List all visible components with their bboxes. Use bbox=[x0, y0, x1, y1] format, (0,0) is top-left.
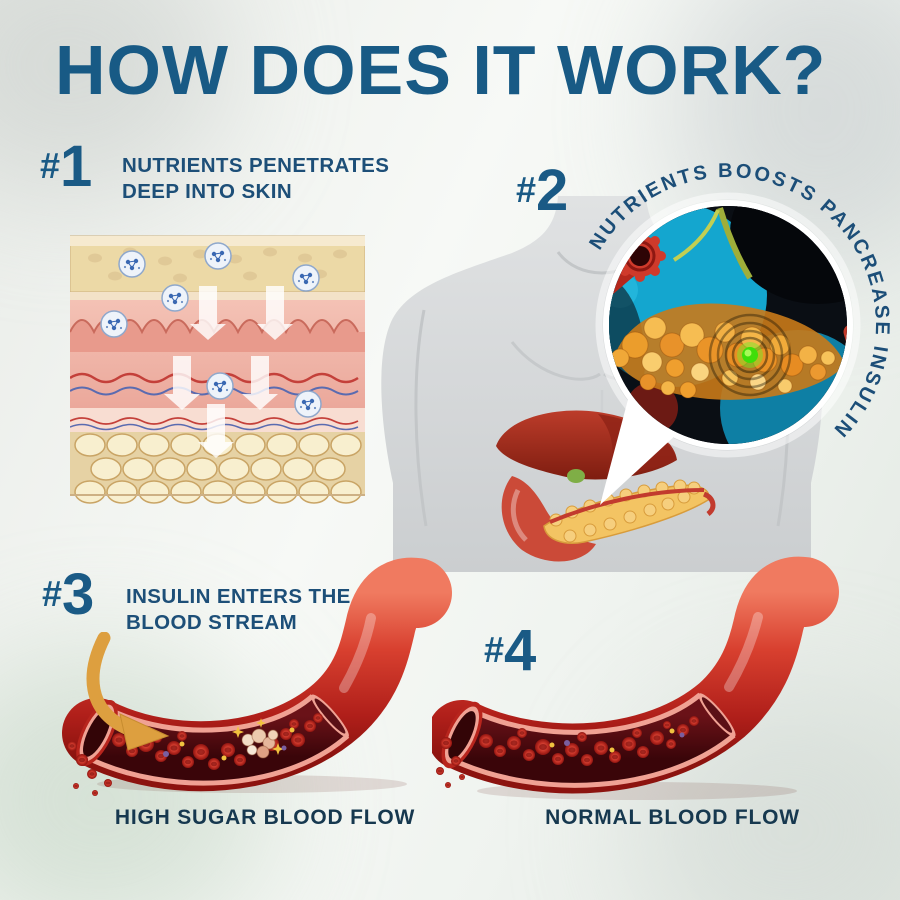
step2-digit: 2 bbox=[536, 158, 569, 223]
skin-cross-section-illustration bbox=[70, 235, 365, 504]
pancreatic-duct bbox=[717, 207, 753, 280]
curved-arrow-icon bbox=[86, 632, 170, 751]
step3-number: #3 bbox=[42, 566, 94, 624]
vessel-interior bbox=[451, 695, 733, 783]
step1-label-line1: NUTRIENTS PENETRATES bbox=[122, 154, 390, 177]
step4-number: #4 bbox=[484, 622, 536, 680]
torso-arm-crease bbox=[414, 309, 428, 527]
stomach-highlight bbox=[510, 488, 528, 542]
vessel-cut-end-inner bbox=[701, 697, 733, 733]
skin-gap bbox=[70, 292, 365, 300]
page-title: HOW DOES IT WORK? bbox=[55, 31, 827, 109]
sugar-clump bbox=[232, 718, 284, 759]
caption-high-sugar: HIGH SUGAR BLOOD FLOW bbox=[114, 806, 416, 829]
vessel-shine bbox=[339, 613, 376, 693]
vessel-shine bbox=[724, 612, 763, 692]
step3-label-line1: INSULIN ENTERS THE bbox=[126, 585, 351, 608]
step3-label-line2: BLOOD STREAM bbox=[126, 611, 298, 634]
skin-top-highlight bbox=[70, 236, 365, 246]
vessel-cut-end-inner bbox=[314, 698, 346, 734]
step3-label: INSULIN ENTERS THE BLOOD STREAM bbox=[126, 584, 351, 636]
step2-hash: # bbox=[516, 169, 537, 211]
pancreas-zoom-illustration: NUTRIENTS BOOSTS PANCREASE INSULIN bbox=[585, 160, 891, 505]
insulin-glow-target bbox=[708, 313, 792, 397]
step1-label: NUTRIENTS PENETRATES DEEP INTO SKIN bbox=[122, 153, 389, 205]
vessel-opening bbox=[441, 701, 483, 769]
zoom-outer-glow-ring bbox=[595, 192, 861, 458]
epidermis-wave-band bbox=[70, 320, 365, 352]
step3-hash: # bbox=[42, 573, 63, 615]
pancreas-tail-vessel bbox=[702, 491, 716, 516]
insulin-specks bbox=[179, 727, 295, 761]
step2-number: #2 bbox=[516, 162, 568, 220]
step1-hash: # bbox=[40, 145, 61, 187]
pancreas-tissue-lobules bbox=[610, 316, 836, 399]
skin-top-texture bbox=[88, 247, 347, 283]
step1-digit: 1 bbox=[60, 134, 93, 199]
pancreatic-duct bbox=[672, 209, 720, 262]
platelet-specks bbox=[163, 745, 287, 757]
step1-label-line2: DEEP INTO SKIN bbox=[122, 180, 293, 203]
blood-vessel-normal-illustration bbox=[432, 556, 839, 800]
gallbladder-shape bbox=[567, 469, 585, 483]
step4-digit: 4 bbox=[504, 618, 537, 683]
insulin-specks bbox=[549, 728, 675, 753]
step4-hash: # bbox=[484, 629, 505, 671]
caption-normal: NORMAL BLOOD FLOW bbox=[545, 806, 800, 829]
skin-bottom-edge bbox=[70, 494, 365, 496]
platelet-specks bbox=[564, 732, 685, 746]
pancreas-artery bbox=[549, 488, 705, 524]
step1-number: #1 bbox=[40, 138, 92, 196]
torso-pec-line bbox=[510, 341, 601, 381]
step3-digit: 3 bbox=[62, 562, 95, 627]
